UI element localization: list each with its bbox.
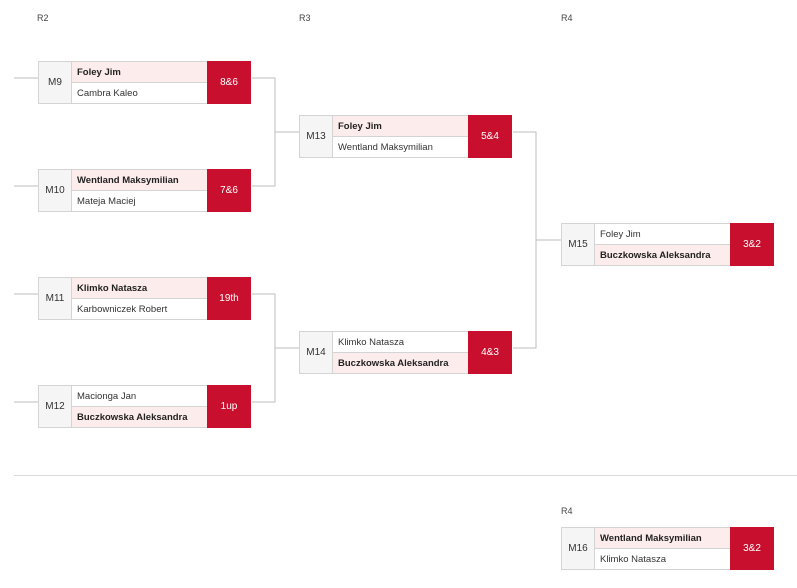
match-m10[interactable]: M10 Wentland Maksymilian Mateja Maciej 7…: [38, 169, 251, 212]
player-winner: Klimko Natasza: [72, 278, 207, 299]
player: Klimko Natasza: [333, 332, 468, 353]
match-m13[interactable]: M13 Foley Jim Wentland Maksymilian 5&4: [299, 115, 512, 158]
match-id: M9: [39, 62, 72, 103]
match-m14[interactable]: M14 Klimko Natasza Buczkowska Aleksandra…: [299, 331, 512, 374]
match-m12[interactable]: M12 Macionga Jan Buczkowska Aleksandra 1…: [38, 385, 251, 428]
match-score: 7&6: [207, 169, 251, 212]
player-winner: Foley Jim: [333, 116, 468, 137]
player: Foley Jim: [595, 224, 730, 245]
match-id: M11: [39, 278, 72, 319]
round-label-r4-bottom: R4: [561, 506, 573, 516]
match-m9[interactable]: M9 Foley Jim Cambra Kaleo 8&6: [38, 61, 251, 104]
match-id: M14: [300, 332, 333, 373]
player: Cambra Kaleo: [77, 87, 138, 99]
match-m11[interactable]: M11 Klimko Natasza Karbowniczek Robert 1…: [38, 277, 251, 320]
match-score: 19th: [207, 277, 251, 320]
player-winner: Buczkowska Aleksandra: [72, 407, 207, 427]
player-winner: Wentland Maksymilian: [72, 170, 207, 191]
player-winner: Wentland Maksymilian: [595, 528, 730, 549]
round-label-r3: R3: [299, 13, 311, 23]
match-score: 8&6: [207, 61, 251, 104]
match-id: M15: [562, 224, 595, 265]
player-winner: Buczkowska Aleksandra: [595, 245, 730, 265]
round-label-r2: R2: [37, 13, 49, 23]
match-m15[interactable]: M15 Foley Jim Buczkowska Aleksandra 3&2: [561, 223, 774, 266]
section-divider: [14, 475, 797, 476]
match-score: 3&2: [730, 527, 774, 570]
player: Wentland Maksymilian: [338, 141, 433, 153]
match-id: M10: [39, 170, 72, 211]
match-id: M12: [39, 386, 72, 427]
match-id: M16: [562, 528, 595, 569]
match-m16[interactable]: M16 Wentland Maksymilian Klimko Natasza …: [561, 527, 774, 570]
match-id: M13: [300, 116, 333, 157]
match-score: 5&4: [468, 115, 512, 158]
player: Klimko Natasza: [600, 553, 666, 565]
player-winner: Buczkowska Aleksandra: [333, 353, 468, 373]
player: Mateja Maciej: [77, 195, 136, 207]
player: Macionga Jan: [72, 386, 207, 407]
round-label-r4: R4: [561, 13, 573, 23]
player-winner: Foley Jim: [72, 62, 207, 83]
player: Karbowniczek Robert: [77, 303, 168, 315]
match-score: 4&3: [468, 331, 512, 374]
match-score: 3&2: [730, 223, 774, 266]
match-score: 1up: [207, 385, 251, 428]
